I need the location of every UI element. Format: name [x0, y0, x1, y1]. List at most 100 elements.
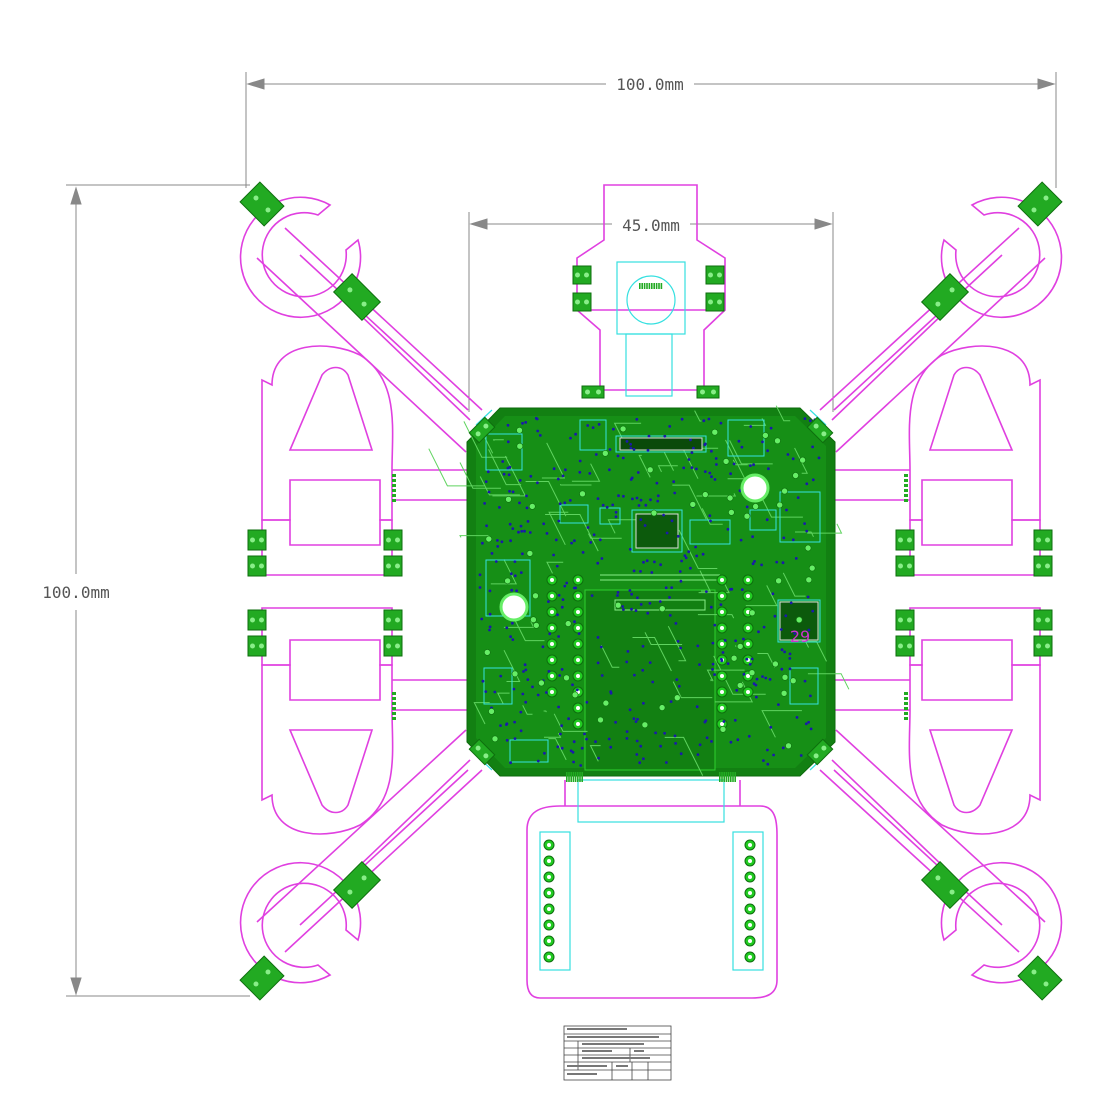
via — [707, 417, 711, 421]
header-pin-hole — [748, 859, 752, 863]
via — [735, 688, 739, 692]
castellation — [570, 772, 572, 782]
trace — [667, 625, 687, 662]
via — [811, 478, 815, 482]
via-pad — [752, 503, 759, 510]
via — [679, 752, 683, 756]
trace — [699, 570, 712, 592]
via — [631, 497, 634, 501]
trace — [503, 649, 521, 682]
via — [570, 541, 573, 545]
castellation — [727, 772, 730, 782]
via — [633, 673, 636, 677]
via — [494, 560, 498, 563]
via — [558, 674, 561, 677]
solder-pad — [1017, 181, 1063, 227]
castellation — [658, 283, 660, 289]
castellation — [566, 772, 568, 782]
via — [571, 683, 574, 687]
solder-pad — [581, 385, 605, 399]
via — [552, 553, 555, 557]
solder-pad — [247, 555, 267, 577]
via — [628, 589, 632, 592]
via — [629, 442, 632, 446]
castellation — [904, 499, 908, 502]
via — [649, 498, 652, 502]
solder-pad — [895, 609, 915, 631]
via — [557, 635, 560, 638]
via — [721, 651, 725, 654]
castellation — [392, 494, 396, 497]
via — [547, 600, 550, 603]
via — [676, 639, 680, 643]
via-pad — [785, 742, 792, 750]
castellation — [653, 283, 655, 289]
header-pin-hole — [550, 626, 554, 630]
header-pin-hole — [547, 859, 551, 863]
via — [643, 524, 647, 527]
castellation — [904, 697, 908, 700]
solder-pad — [920, 272, 970, 322]
via — [572, 740, 576, 744]
trace — [600, 574, 720, 581]
via — [554, 538, 558, 542]
via — [597, 756, 600, 760]
via — [782, 536, 786, 540]
via — [656, 499, 660, 503]
via — [705, 736, 709, 740]
solder-pad — [1017, 955, 1063, 1001]
via — [809, 694, 812, 698]
via — [733, 718, 737, 722]
via — [648, 601, 652, 605]
header-pin-hole — [720, 706, 724, 710]
via — [713, 673, 716, 676]
trace — [600, 644, 620, 668]
trace — [678, 529, 718, 569]
via — [591, 426, 595, 429]
castellation — [392, 702, 396, 705]
via — [545, 691, 548, 694]
via — [614, 515, 618, 519]
via — [713, 478, 717, 481]
via-pad — [504, 577, 511, 585]
via — [757, 630, 760, 634]
castellation — [723, 772, 725, 782]
trace — [672, 681, 713, 699]
trace — [614, 599, 706, 611]
solder-pad — [383, 529, 403, 551]
via-pad — [808, 564, 816, 572]
via-pad — [619, 425, 627, 433]
via — [788, 667, 792, 671]
header-pin-hole — [720, 690, 724, 694]
via — [525, 506, 529, 510]
silkscreen-designator: 29 — [790, 627, 810, 646]
via — [596, 497, 600, 500]
via — [545, 532, 549, 535]
via — [732, 462, 736, 466]
via — [526, 678, 530, 681]
via — [478, 573, 482, 577]
via — [493, 690, 497, 694]
via — [484, 480, 488, 483]
via — [588, 472, 592, 475]
via — [536, 429, 540, 433]
via — [673, 734, 677, 738]
via — [749, 464, 752, 467]
trace — [541, 442, 566, 479]
header-pin-hole — [547, 907, 551, 911]
via — [703, 442, 707, 446]
via — [580, 746, 584, 750]
via — [592, 533, 596, 537]
via — [626, 650, 630, 653]
via — [788, 652, 792, 656]
via — [711, 668, 714, 671]
via — [506, 440, 510, 444]
via — [500, 540, 504, 544]
via — [508, 489, 511, 493]
via — [596, 661, 600, 665]
header-pin-hole — [746, 594, 750, 598]
castellation — [904, 484, 908, 487]
via — [563, 584, 567, 588]
via — [766, 762, 770, 766]
via — [560, 668, 564, 671]
